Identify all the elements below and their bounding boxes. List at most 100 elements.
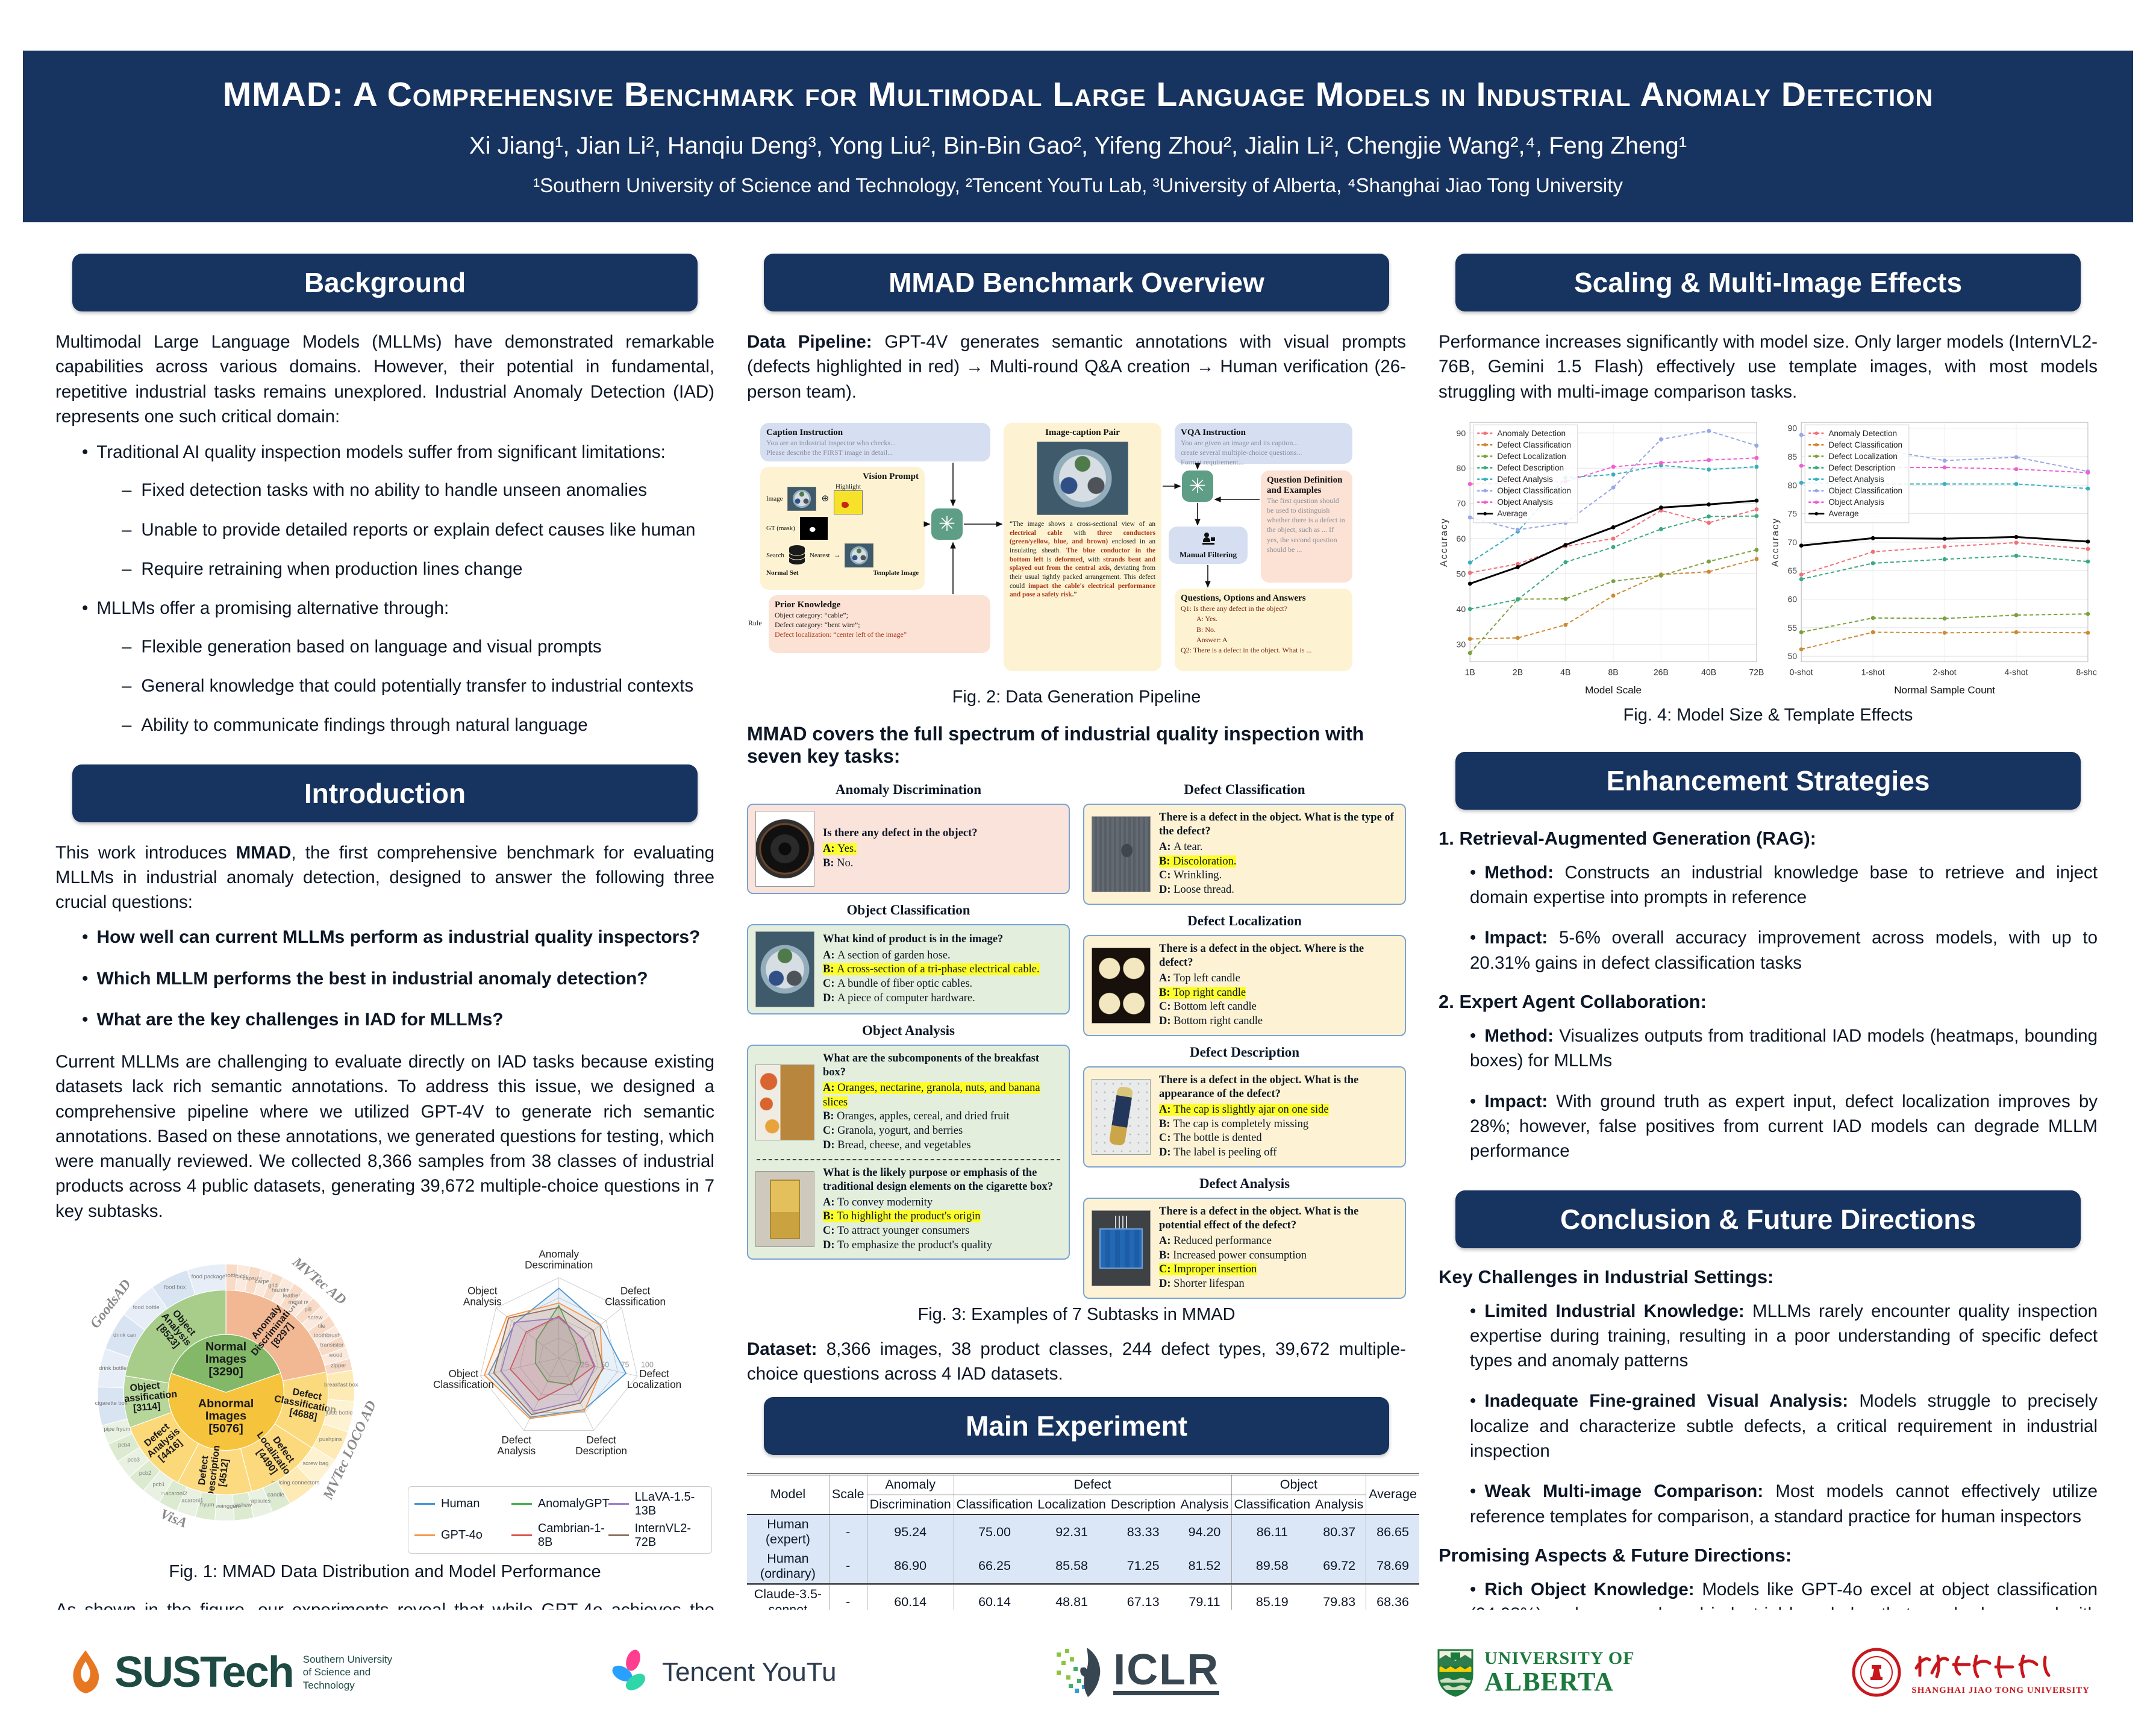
subtask-title: Defect Analysis	[1199, 1175, 1290, 1191]
svg-text:ObjectClassification: ObjectClassification	[433, 1368, 494, 1390]
list-item: Impact: With ground truth as expert inpu…	[1470, 1089, 2098, 1164]
authors-line: Xi Jiang¹, Jian Li², Hanqiu Deng³, Yong …	[469, 133, 1687, 159]
introduction-questions: How well can current MLLMs perform as in…	[55, 925, 714, 1033]
prior-knowledge-box: Prior Knowledge Object category: “cable”…	[769, 595, 990, 653]
gt-mask-thumb	[799, 516, 828, 540]
sjtu-logo: SHANGHAI JIAO TONG UNIVERSITY	[1851, 1647, 2090, 1698]
subtask-title: Defect Classification	[1184, 781, 1305, 797]
fig4-caption: Fig. 4: Model Size & Template Effects	[1623, 705, 1913, 725]
subtask-card: There is a defect in the object. What is…	[1083, 1197, 1406, 1299]
list-item: How well can current MLLMs perform as in…	[82, 925, 714, 950]
sample-image	[1092, 1078, 1151, 1155]
svg-text:Average: Average	[1497, 509, 1527, 518]
list-item: Impact: 5-6% overall accuracy improvemen…	[1470, 925, 2098, 975]
svg-text:Normal Sample Count: Normal Sample Count	[1894, 684, 1995, 696]
affiliations-line: ¹Southern University of Science and Tech…	[533, 174, 1623, 196]
fig1-sunburst-chart: AnomalyDiscrimination[8297]DefectClassif…	[87, 1254, 380, 1531]
svg-text:Object Analysis: Object Analysis	[1497, 498, 1553, 507]
list-item: Limited Industrial Knowledge: MLLMs rare…	[1470, 1299, 2098, 1374]
svg-text:50: 50	[1788, 651, 1798, 661]
svg-text:chewinggum: chewinggum	[209, 1502, 241, 1509]
svg-text:pcb1: pcb1	[152, 1481, 164, 1487]
svg-text:Defect Classification: Defect Classification	[1497, 440, 1571, 449]
fig3-caption: Fig. 3: Examples of 7 Subtasks in MMAD	[917, 1304, 1236, 1324]
svg-text:DefectLocalization: DefectLocalization	[627, 1368, 681, 1390]
svg-text:drink bottle: drink bottle	[99, 1365, 127, 1371]
section-title: Scaling & Multi-Image Effects	[1573, 267, 1963, 298]
enhancement-heading-1: 1. Retrieval-Augmented Generation (RAG):	[1439, 827, 1816, 849]
conclusion-heading-1: Key Challenges in Industrial Settings:	[1439, 1266, 1774, 1287]
svg-text:hazelnut: hazelnut	[272, 1286, 293, 1293]
list-item: MLLMs offer a promising alternative thro…	[82, 596, 714, 737]
person-at-desk-icon	[1202, 532, 1215, 545]
svg-text:metal nut: metal nut	[289, 1299, 312, 1305]
sample-image	[755, 1064, 814, 1140]
sjtu-calligraphy-icon	[1914, 1654, 2051, 1678]
svg-text:4B: 4B	[1560, 667, 1570, 677]
list-item: Method: Visualizes outputs from traditio…	[1470, 1024, 2098, 1074]
sample-image	[755, 931, 814, 1007]
svg-text:2-shot: 2-shot	[1933, 667, 1957, 677]
left-column: Background Multimodal Large Language Mod…	[55, 254, 714, 1735]
svg-text:Defect Localization: Defect Localization	[1828, 452, 1897, 461]
section-scaling: Scaling & Multi-Image Effects	[1455, 254, 2081, 311]
svg-text:70: 70	[1457, 498, 1466, 508]
list-item: Ability to communicate findings through …	[122, 713, 714, 737]
radar-legend-item: LLaVA-1.5-13B	[608, 1490, 705, 1518]
svg-text:cashew: cashew	[233, 1501, 252, 1508]
svg-text:toothbrush: toothbrush	[314, 1331, 341, 1338]
svg-text:pcb2: pcb2	[139, 1469, 151, 1476]
svg-text:30: 30	[1457, 639, 1466, 649]
svg-text:65: 65	[1788, 566, 1798, 575]
template-thumb	[844, 543, 873, 567]
svg-text:25: 25	[581, 1360, 589, 1369]
svg-text:bottle: bottle	[224, 1272, 238, 1278]
svg-text:Anomaly Detection: Anomaly Detection	[1497, 429, 1566, 438]
gpt-icon: ✳	[931, 508, 963, 540]
svg-text:40B: 40B	[1701, 667, 1716, 677]
svg-text:grid: grid	[268, 1281, 278, 1288]
svg-text:90: 90	[1788, 424, 1798, 433]
svg-text:leather: leather	[283, 1292, 301, 1299]
conclusion-heading-2: Promising Aspects & Future Directions:	[1439, 1544, 1792, 1566]
sample-image	[1092, 947, 1151, 1024]
svg-text:screw bag: screw bag	[302, 1460, 328, 1466]
enhancement-list-2: Method: Visualizes outputs from traditio…	[1439, 1024, 2098, 1163]
alberta-shield-icon	[1437, 1649, 1473, 1697]
pair-caption-text: “The image shows a cross-sectional view …	[1010, 520, 1155, 599]
svg-text:Defect Description: Defect Description	[1497, 463, 1564, 472]
subtask-card: There is a defect in the object. What is…	[1083, 1066, 1406, 1168]
svg-text:splicing connectors: splicing connectors	[271, 1479, 319, 1486]
subtask-card: What kind of product is in the image?A: …	[747, 924, 1070, 1014]
svg-text:food box: food box	[164, 1284, 186, 1290]
section-title: MMAD Benchmark Overview	[889, 267, 1264, 298]
svg-text:Average: Average	[1828, 509, 1858, 518]
svg-text:pill: pill	[305, 1306, 312, 1313]
svg-text:Defect Analysis: Defect Analysis	[1497, 475, 1553, 484]
svg-text:screw: screw	[308, 1314, 323, 1321]
subtask-card: There is a defect in the object. Where i…	[1083, 934, 1406, 1036]
figure-2-pipeline: Caption Instruction You are an industria…	[747, 415, 1405, 681]
svg-text:Anomaly Detection: Anomaly Detection	[1828, 429, 1897, 438]
svg-text:72B: 72B	[1749, 667, 1764, 677]
gpt-icon: ✳	[1182, 470, 1213, 502]
svg-text:breakfast box: breakfast box	[324, 1381, 358, 1387]
list-item: Which MLLM performs the best in industri…	[82, 967, 714, 992]
list-item: Unable to provide detailed reports or ex…	[122, 517, 714, 542]
svg-text:capsules: capsules	[248, 1498, 270, 1504]
svg-text:60: 60	[1788, 594, 1798, 604]
svg-text:zipper: zipper	[331, 1361, 346, 1368]
svg-text:50: 50	[1457, 569, 1466, 578]
svg-text:Object Classification: Object Classification	[1497, 486, 1571, 495]
conclusion-list-1: Limited Industrial Knowledge: MLLMs rare…	[1439, 1299, 2098, 1529]
svg-text:Object Classification: Object Classification	[1828, 486, 1902, 495]
svg-text:Accuracy: Accuracy	[1770, 517, 1781, 567]
dataset-summary: Dataset: 8,366 images, 38 product classe…	[747, 1339, 1406, 1384]
